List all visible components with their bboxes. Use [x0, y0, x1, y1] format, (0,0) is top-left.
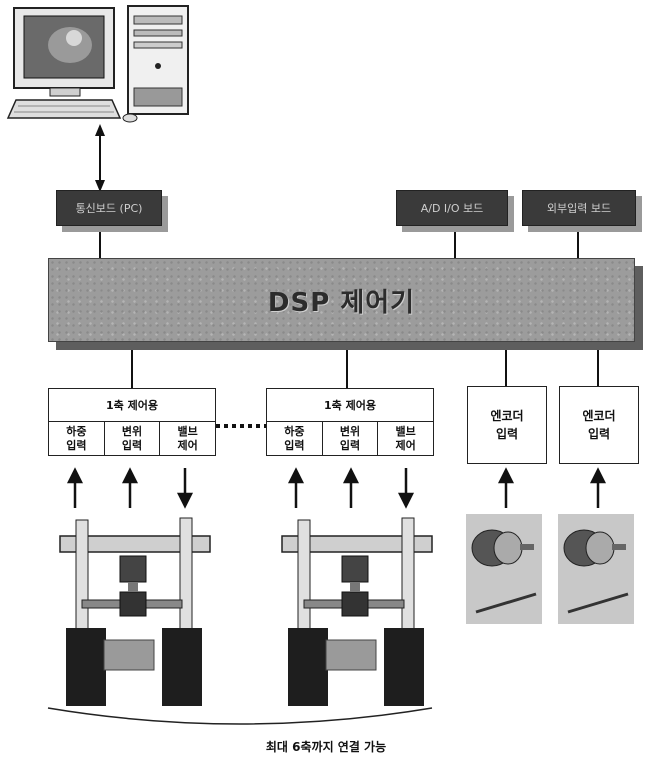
- displacement-input-cell: 변위 입력: [323, 422, 379, 455]
- cell-line: 변위: [122, 425, 142, 439]
- cell-line: 변위: [340, 425, 360, 439]
- io-board-label: A/D I/O 보드: [421, 200, 484, 216]
- group-bracket: [48, 708, 432, 724]
- encoder-icon: [558, 514, 634, 624]
- ext-board: 외부입력 보드: [522, 190, 636, 226]
- cell-line: 입력: [122, 439, 142, 453]
- valve-control-cell: 밸브 제어: [160, 422, 215, 455]
- cell-line: 입력: [66, 439, 86, 453]
- axis-module: 1축 제어용 하중 입력 변위 입력 밸브 제어: [48, 388, 216, 456]
- computer-icon: [8, 6, 188, 122]
- encoder-module: 엔코더 입력: [559, 386, 639, 464]
- displacement-input-cell: 변위 입력: [105, 422, 161, 455]
- load-input-cell: 하중 입력: [49, 422, 105, 455]
- cell-line: 제어: [178, 439, 198, 453]
- cell-line: 하중: [284, 425, 304, 439]
- encoder-module-line: 엔코더: [582, 407, 615, 425]
- test-frame-icon: [60, 518, 210, 706]
- valve-control-cell: 밸브 제어: [378, 422, 433, 455]
- axis-module-title: 1축 제어용: [267, 389, 433, 422]
- figure-caption: 최대 6축까지 연결 가능: [0, 738, 652, 755]
- ext-board-label: 외부입력 보드: [547, 200, 611, 216]
- cell-line: 밸브: [178, 425, 198, 439]
- arrow-up-icon: [95, 124, 105, 136]
- cell-line: 제어: [396, 439, 416, 453]
- dsp-controller: DSP 제어기: [48, 258, 635, 342]
- encoder-module-line: 엔코더: [490, 407, 523, 425]
- load-input-cell: 하중 입력: [267, 422, 323, 455]
- axis-module-title: 1축 제어용: [49, 389, 215, 422]
- cell-line: 밸브: [396, 425, 416, 439]
- encoder-module-line: 입력: [588, 425, 610, 443]
- comm-board: 통신보드 (PC): [56, 190, 162, 226]
- cell-line: 입력: [340, 439, 360, 453]
- axis-module: 1축 제어용 하중 입력 변위 입력 밸브 제어: [266, 388, 434, 456]
- io-board: A/D I/O 보드: [396, 190, 508, 226]
- encoder-module-line: 입력: [496, 425, 518, 443]
- dsp-controller-label: DSP 제어기: [268, 282, 415, 319]
- cell-line: 입력: [284, 439, 304, 453]
- encoder-icon: [466, 514, 542, 624]
- encoder-module: 엔코더 입력: [467, 386, 547, 464]
- test-frame-icon: [282, 518, 432, 706]
- comm-board-label: 통신보드 (PC): [76, 200, 143, 216]
- cell-line: 하중: [66, 425, 86, 439]
